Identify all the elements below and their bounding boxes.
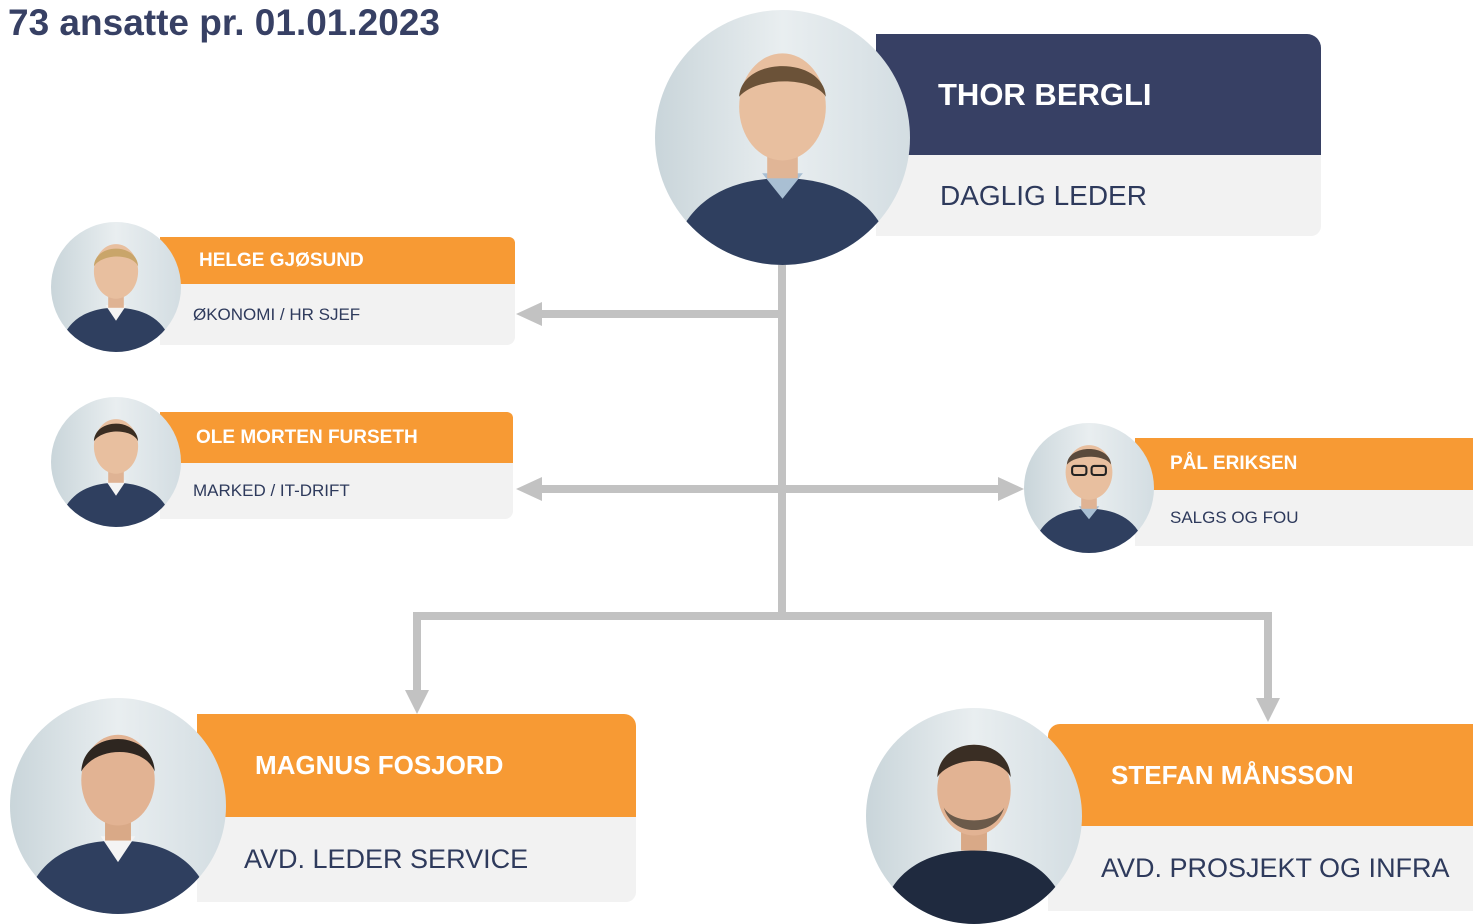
card-sales-role: SALGS OG FOU — [1135, 490, 1473, 546]
card-sales: PÅL ERIKSEN SALGS OG FOU — [1135, 438, 1473, 546]
portrait-icon — [10, 698, 226, 914]
portrait-icon — [1024, 423, 1154, 553]
portrait-photo-project — [866, 708, 1082, 924]
card-ceo-role: DAGLIG LEDER — [876, 155, 1321, 236]
card-finance: HELGE GJØSUND ØKONOMI / HR SJEF — [160, 237, 515, 345]
portrait-photo-market — [51, 397, 181, 527]
portrait-icon — [866, 708, 1082, 924]
portrait-icon — [51, 222, 181, 352]
card-market: OLE MORTEN FURSETH MARKED / IT-DRIFT — [160, 412, 513, 519]
card-service-role: AVD. LEDER SERVICE — [197, 817, 636, 902]
arrow-head-project — [1256, 698, 1280, 722]
portrait-photo-ceo — [655, 10, 910, 265]
arrow-head-sales — [998, 477, 1024, 501]
card-sales-name: PÅL ERIKSEN — [1135, 438, 1473, 490]
card-market-name: OLE MORTEN FURSETH — [160, 412, 513, 463]
portrait-icon — [655, 10, 910, 265]
portrait-icon — [51, 397, 181, 527]
card-service: MAGNUS FOSJORD AVD. LEDER SERVICE — [197, 714, 636, 902]
portrait-photo-service — [10, 698, 226, 914]
card-ceo-name: THOR BERGLI — [876, 34, 1321, 155]
portrait-photo-sales — [1024, 423, 1154, 553]
portrait-photo-finance — [51, 222, 181, 352]
card-service-name: MAGNUS FOSJORD — [197, 714, 636, 817]
card-project-name: STEFAN MÅNSSON — [1048, 724, 1473, 826]
card-ceo: THOR BERGLI DAGLIG LEDER — [876, 34, 1321, 236]
card-project: STEFAN MÅNSSON AVD. PROSJEKT OG INFRA — [1048, 724, 1473, 911]
card-project-role: AVD. PROSJEKT OG INFRA — [1048, 826, 1473, 911]
card-market-role: MARKED / IT-DRIFT — [160, 463, 513, 519]
page-title: 73 ansatte pr. 01.01.2023 — [8, 2, 440, 43]
arrow-head-market — [516, 477, 542, 501]
card-finance-name: HELGE GJØSUND — [160, 237, 515, 284]
arrow-head-finance — [516, 302, 542, 326]
branch-line-departments — [413, 612, 1272, 700]
card-finance-role: ØKONOMI / HR SJEF — [160, 284, 515, 345]
arrow-head-service — [405, 690, 429, 714]
